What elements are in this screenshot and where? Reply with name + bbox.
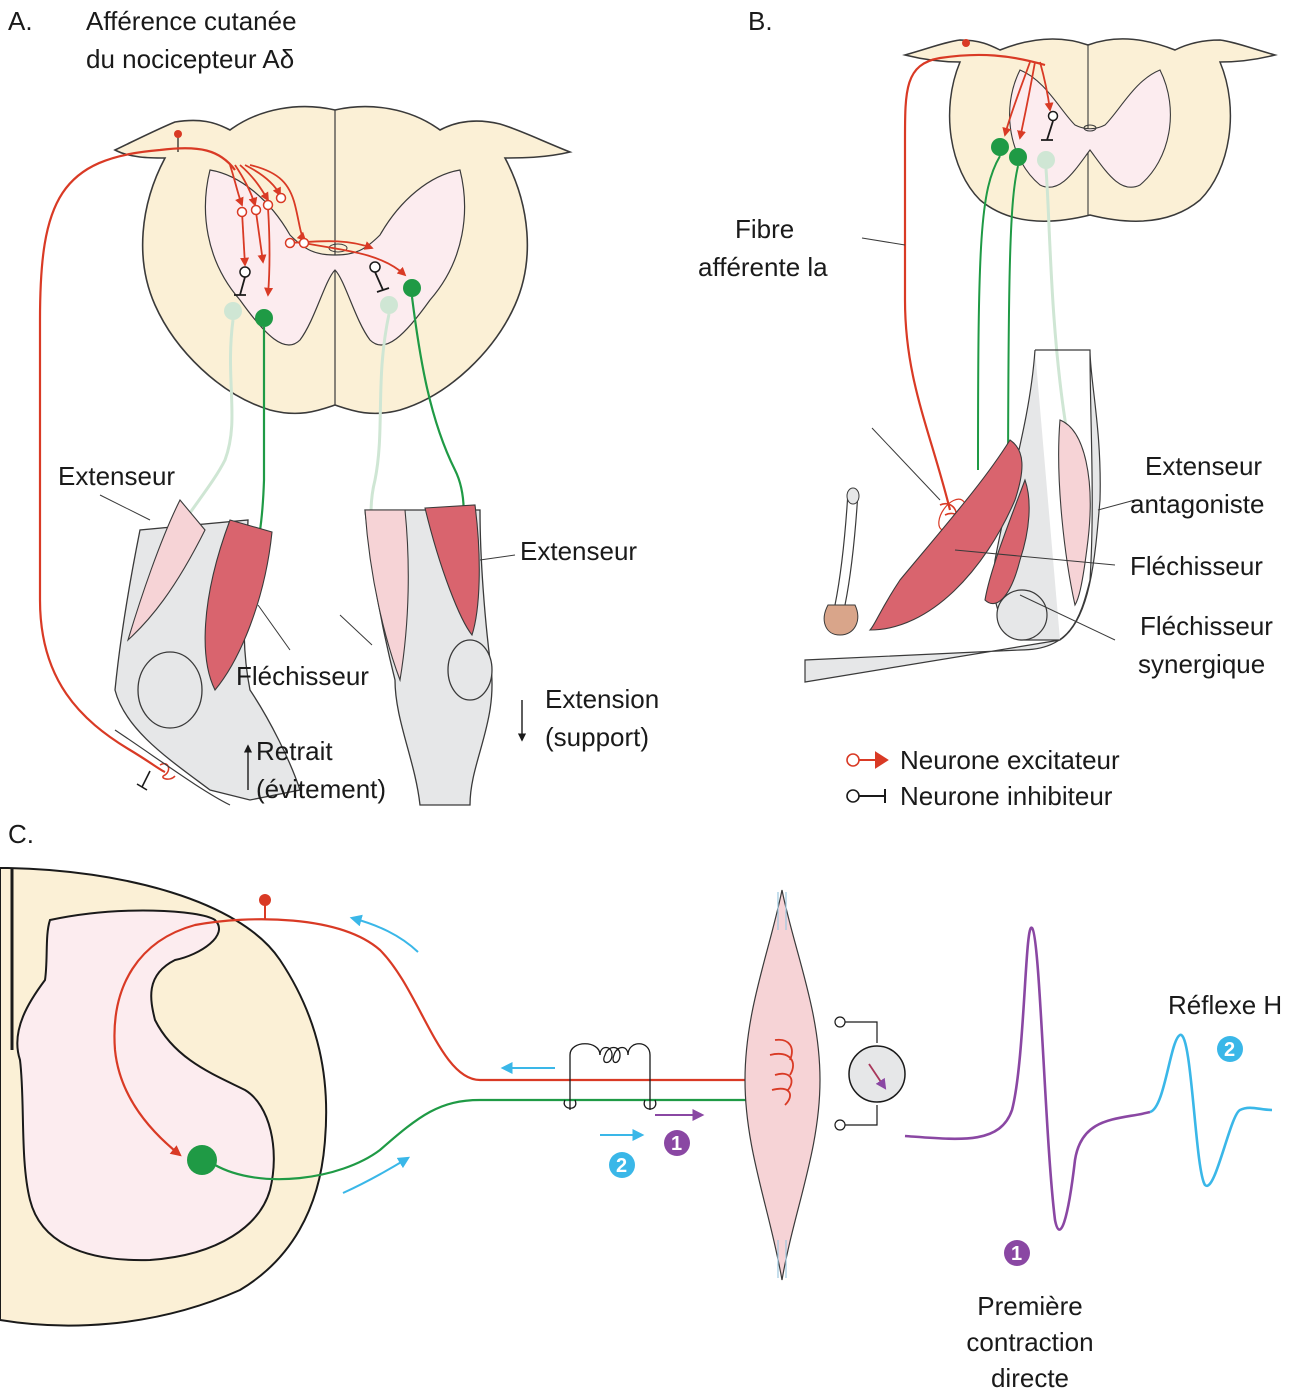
legend-excitatory-symbol <box>847 754 859 766</box>
panel-b: B. Fibre afférente la <box>698 6 1275 811</box>
extensor-motoneuron-left <box>224 302 242 320</box>
label-withdrawal-line1: Retrait <box>256 736 333 766</box>
label-synergist-line2: synergique <box>1138 649 1265 679</box>
label-extension-line1: Extension <box>545 684 659 714</box>
knee-left <box>138 652 202 728</box>
label-antagonist-line2: antagoniste <box>1130 489 1264 519</box>
label-hreflex: Réflexe H <box>1168 990 1282 1020</box>
knee-right <box>448 640 492 700</box>
afferent-direction-arrow <box>352 918 418 952</box>
label-fiber-line2: afférente la <box>698 252 828 282</box>
label-flexor-a: Fléchisseur <box>236 661 369 691</box>
antagonist-extensor-muscle <box>1059 420 1091 605</box>
hand <box>824 605 858 635</box>
leader-extensor-right <box>480 555 515 560</box>
label-direct-line1: Première <box>930 1288 1130 1324</box>
label-direct-line2: contraction <box>930 1324 1130 1360</box>
flexor-muscle-right <box>365 510 408 680</box>
antagonist-motoneuron-b <box>1037 151 1055 169</box>
spinal-cord-a <box>115 107 570 414</box>
afferent-cell-body-c <box>259 894 271 906</box>
legend-inhibitory-label: Neurone inhibiteur <box>900 781 1113 811</box>
recording-meter <box>835 1017 905 1130</box>
panel-a: A. Afférence cutanée du nocicepteur Aδ <box>8 6 659 805</box>
label-synergist-line1: Fléchisseur <box>1140 611 1273 641</box>
legend-excitatory-label: Neurone excitateur <box>900 745 1120 775</box>
label-fiber-line1: Fibre <box>735 214 794 244</box>
badge-1-stim: 1 <box>664 1130 690 1156</box>
panel-a-title-line2: du nocicepteur Aδ <box>86 44 294 74</box>
flexor-motoneuron-right <box>380 296 398 314</box>
label-extensor-right: Extenseur <box>520 536 637 566</box>
right-leg <box>365 505 492 805</box>
label-extension-line2: (support) <box>545 722 649 752</box>
efferent-direction-arrow <box>343 1158 408 1193</box>
svg-text:2: 2 <box>616 1155 627 1177</box>
leader-extensor-left <box>100 495 150 520</box>
flexor-motoneuron-left <box>255 309 273 327</box>
panel-c: C. <box>0 819 1282 1326</box>
panel-a-title-line1: Afférence cutanée <box>86 6 297 36</box>
extensor-motoneuron-right <box>403 279 421 297</box>
spinal-cord-b <box>905 39 1275 221</box>
motoneuron-c <box>187 1145 217 1175</box>
badge-2-stim: 2 <box>609 1152 635 1178</box>
afferent-cell-body-b <box>962 39 970 47</box>
direct-contraction-label: Première contraction directe <box>930 1288 1130 1396</box>
flexor-motoneuron-b <box>991 138 1009 156</box>
label-withdrawal-line2: (évitement) <box>256 774 386 804</box>
label-antagonist-line1: Extenseur <box>1145 451 1262 481</box>
muscle-c <box>745 890 820 1280</box>
leader-flexor <box>258 605 372 650</box>
h-reflex-wave <box>1150 1035 1272 1186</box>
panel-c-letter: C. <box>8 819 34 849</box>
svg-text:1: 1 <box>671 1133 682 1155</box>
badge-1-direct: 1 <box>1004 1240 1030 1266</box>
afferent-cell-body-a <box>174 130 182 138</box>
label-direct-line3: directe <box>930 1360 1130 1396</box>
spoon-handle <box>835 492 858 605</box>
label-extensor-left: Extenseur <box>58 461 175 491</box>
legend-inhibitory-symbol <box>847 790 859 802</box>
svg-text:1: 1 <box>1011 1243 1022 1265</box>
badge-2-hreflex: 2 <box>1217 1036 1243 1062</box>
arm <box>805 350 1100 682</box>
direct-m-wave <box>905 928 1150 1230</box>
skin-stimulus-marker <box>137 771 150 790</box>
label-flexor-b: Fléchisseur <box>1130 551 1263 581</box>
svg-text:2: 2 <box>1224 1039 1235 1061</box>
panel-b-letter: B. <box>748 6 773 36</box>
inhibitory-interneuron-b <box>1049 112 1058 121</box>
synergist-motoneuron-b <box>1009 148 1027 166</box>
legend: Neurone excitateur Neurone inhibiteur <box>847 745 1120 811</box>
panel-a-letter: A. <box>8 6 33 36</box>
